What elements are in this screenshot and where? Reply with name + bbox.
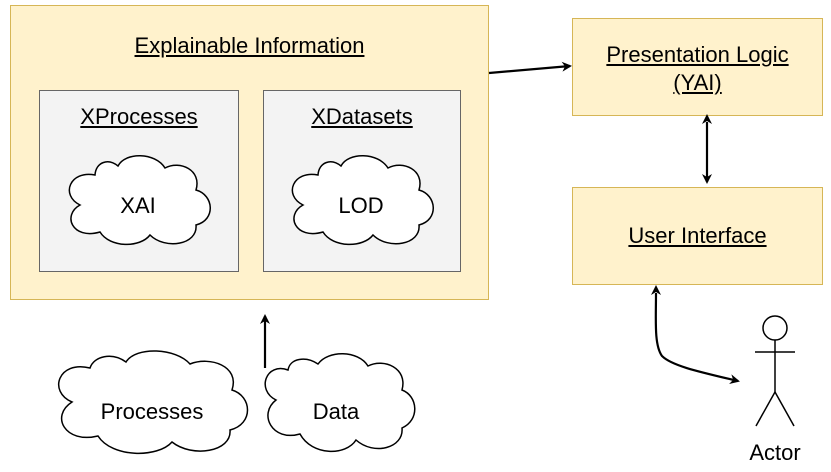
actor-icon xyxy=(755,315,795,427)
xprocesses-title: XProcesses xyxy=(80,104,198,129)
data-label: Data xyxy=(313,399,360,424)
presentation-logic-line1: Presentation Logic xyxy=(606,42,789,67)
explainable-information-title: Explainable Information xyxy=(134,33,365,58)
presentation-logic-box: Presentation Logic (YAI) xyxy=(572,18,823,116)
actor-label: Actor xyxy=(749,440,800,465)
xai-cloud: XAI xyxy=(68,155,211,246)
user-interface-box: User Interface xyxy=(572,187,823,285)
processes-cloud: Processes xyxy=(58,350,249,454)
arrow-info-to-presentation xyxy=(488,61,572,75)
processes-label: Processes xyxy=(101,399,204,424)
lod-cloud: LOD xyxy=(291,155,434,246)
data-cloud: Data xyxy=(264,353,416,453)
xdatasets-title: XDatasets xyxy=(311,104,413,129)
lod-label: LOD xyxy=(338,193,383,218)
presentation-logic-line2: (YAI) xyxy=(673,70,722,95)
arrow-user-interface-actor xyxy=(650,285,740,385)
user-interface-label: User Interface xyxy=(628,223,767,248)
xai-label: XAI xyxy=(120,193,155,218)
